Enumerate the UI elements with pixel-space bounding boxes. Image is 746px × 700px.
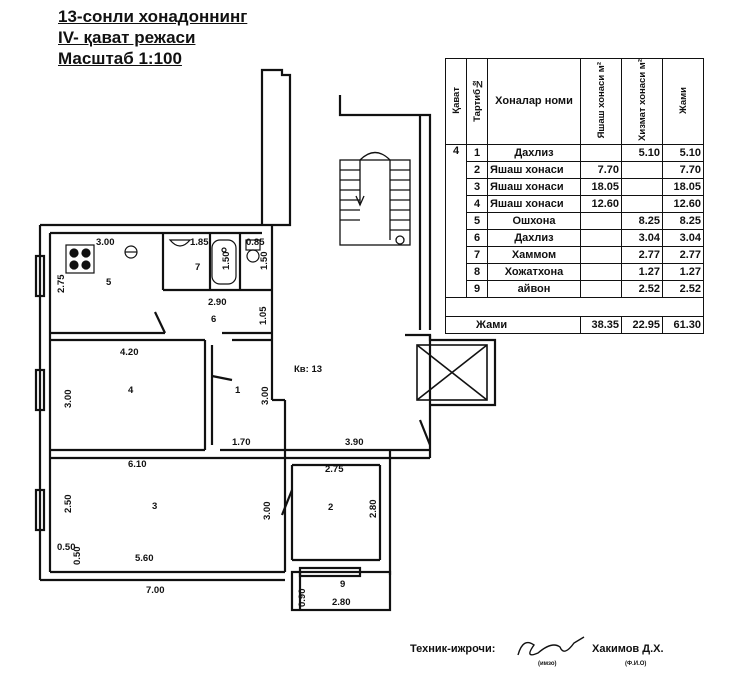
washbasin-icon xyxy=(168,239,192,247)
staircase xyxy=(339,151,411,246)
apartment-label: Кв: 13 xyxy=(294,364,322,375)
dim-balcony-width: 2.80 xyxy=(332,597,351,608)
dim-hall6-width: 2.90 xyxy=(208,297,227,308)
total-row: Жами 38.35 22.95 61.30 xyxy=(445,315,704,334)
col-living: Яшаш хонаси м² xyxy=(595,61,607,139)
technician-name: Хакимов Д.Х. xyxy=(592,643,664,655)
dim-bath-height: 1.50 xyxy=(221,252,232,271)
dim-corridor-width: 3.90 xyxy=(345,437,364,448)
dim-bath-width: 1.85 xyxy=(190,237,209,248)
total-label: Жами xyxy=(445,315,581,334)
bathtub-icon xyxy=(211,239,237,285)
dim-room3-width-2: 5.60 xyxy=(135,553,154,564)
rooms-table: Қават Тартиб№ Хоналар номи Яшаш хонаси м… xyxy=(445,58,704,334)
dim-room4-height: 3.00 xyxy=(63,390,74,409)
technician-label: Техник-ижрочи: xyxy=(410,643,496,655)
room-number-7: 7 xyxy=(195,262,200,273)
dim-hall1-height: 3.00 xyxy=(260,387,271,406)
dim-room4-width: 4.20 xyxy=(120,347,139,358)
col-name: Хоналар номи xyxy=(487,58,581,145)
dim-hall6-height: 1.05 xyxy=(258,306,269,325)
kitchen-sink-icon xyxy=(124,245,138,259)
col-service: Хизмат хонаси м² xyxy=(636,59,648,141)
dim-niche-height: 0.50 xyxy=(72,547,83,566)
room-number-9: 9 xyxy=(340,579,345,590)
dim-wc-width: 0.85 xyxy=(246,237,265,248)
dim-kitchen-width: 3.00 xyxy=(96,237,115,248)
room-number-6: 6 xyxy=(211,314,216,325)
col-total: Жами xyxy=(677,86,689,114)
name-caption: (Ф.И.О) xyxy=(625,661,647,667)
room-number-3: 3 xyxy=(152,501,157,512)
signature-caption: (имзо) xyxy=(538,661,557,667)
scale-label: Масштаб 1:100 xyxy=(58,49,182,68)
dim-room3-height-2: 3.00 xyxy=(262,502,273,521)
outer-wall-top xyxy=(40,68,292,227)
floor-title: IV- қават режаси xyxy=(58,28,196,47)
dim-hall1-width: 1.70 xyxy=(232,437,251,448)
elevator-shaft xyxy=(416,344,488,401)
col-order: Тартиб№ xyxy=(471,78,483,122)
room-number-1: 1 xyxy=(235,385,241,396)
floor-cell: 4 xyxy=(445,143,467,298)
room-number-4: 4 xyxy=(128,385,134,396)
dim-room3-width: 6.10 xyxy=(128,459,147,470)
plan-title: 13-сонли хонадоннинг xyxy=(58,7,248,26)
dim-outer-width: 7.00 xyxy=(146,585,165,596)
dim-niche-width: 0.50 xyxy=(57,542,76,553)
dim-room2-height: 2.80 xyxy=(368,500,379,519)
dim-wc-height: 1.50 xyxy=(259,252,270,271)
toilet-icon xyxy=(245,239,261,263)
dim-kitchen-height: 2.75 xyxy=(56,274,67,293)
room-number-2: 2 xyxy=(328,502,333,513)
signature-icon xyxy=(517,636,585,656)
stove-icon xyxy=(65,244,95,274)
dim-room2-width: 2.75 xyxy=(325,464,344,475)
col-floor: Қават xyxy=(450,86,462,114)
dim-balcony-height: 0.90 xyxy=(297,589,308,608)
dim-room3-height: 2.50 xyxy=(63,495,74,514)
table-header-row: Қават Тартиб№ Хоналар номи Яшаш хонаси м… xyxy=(445,58,704,145)
room-number-5: 5 xyxy=(106,277,112,288)
